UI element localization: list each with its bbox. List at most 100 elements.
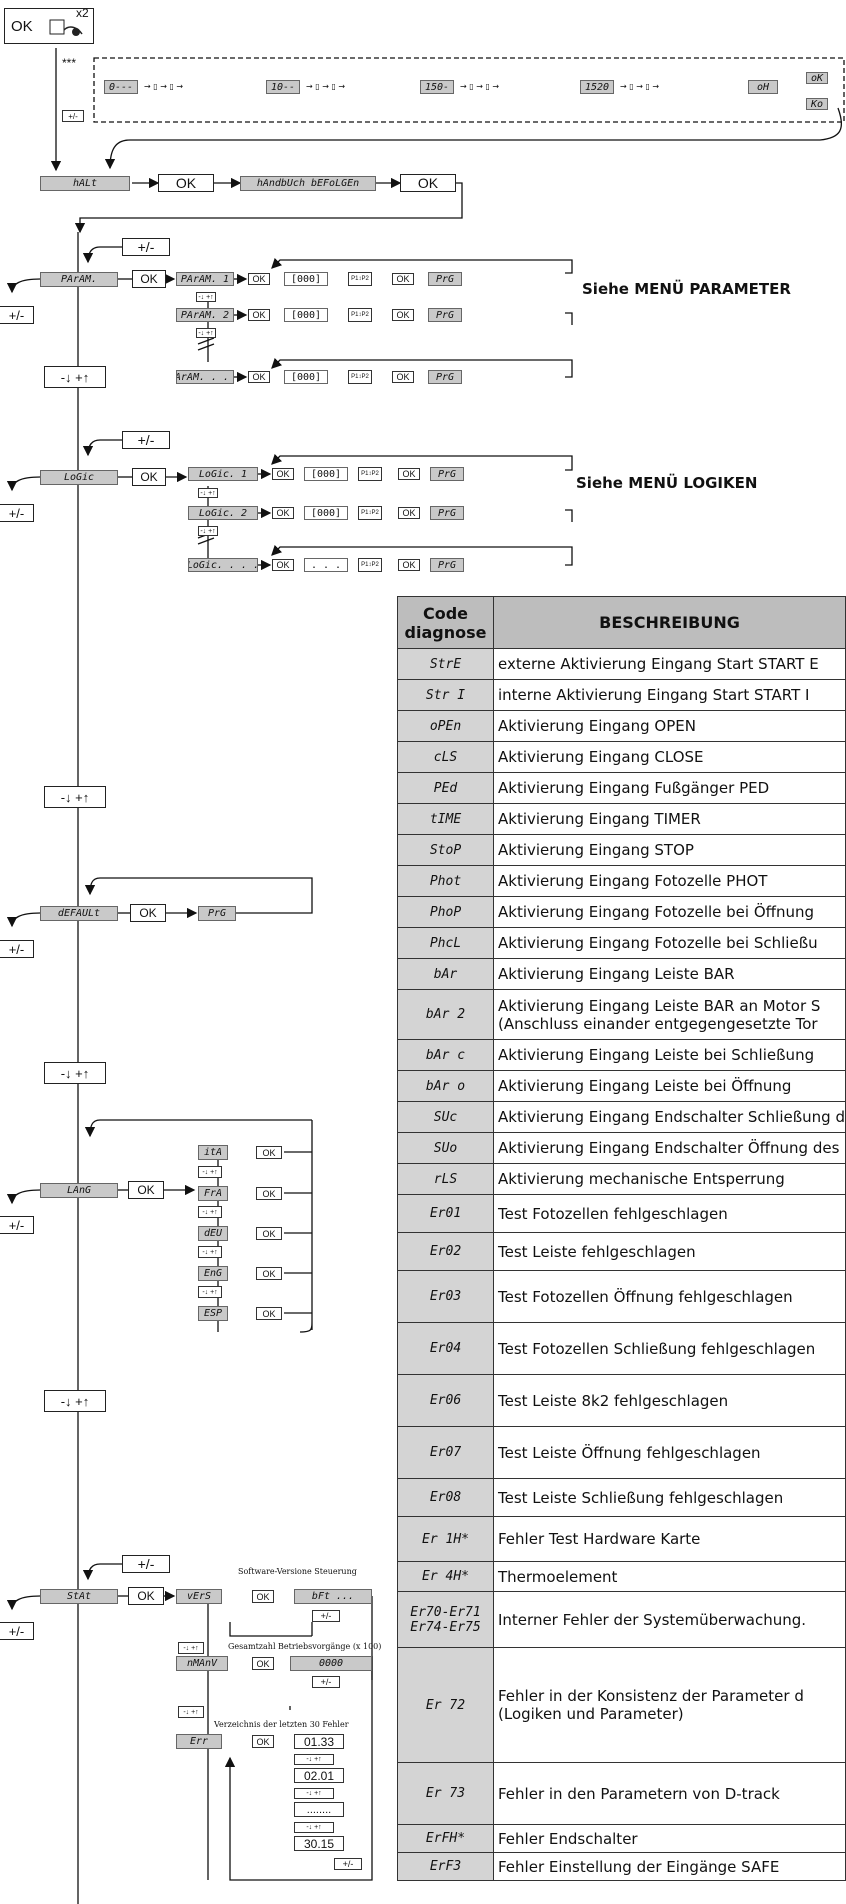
param-row2-ok[interactable]: OK xyxy=(248,309,270,321)
code-text: Er70-Er71 xyxy=(410,1604,481,1620)
lang-esp-ok[interactable]: OK xyxy=(256,1307,282,1320)
ok-button-2[interactable]: OK xyxy=(400,174,456,192)
lang-fra-ok[interactable]: OK xyxy=(256,1187,282,1200)
mp-mini-err1[interactable]: -↓ +↑ xyxy=(294,1754,334,1765)
lang-deu: dEU xyxy=(198,1226,228,1241)
logic-row1-ok2[interactable]: OK xyxy=(398,468,420,480)
follow-manual-text: hAndbUch bEFoLGEn xyxy=(256,178,360,189)
mp-button-2[interactable]: -↓ +↑ xyxy=(44,786,106,808)
mp-mini-err2[interactable]: -↓ +↑ xyxy=(294,1788,334,1799)
code-cell: ErF3 xyxy=(397,1852,494,1881)
double-press-icon xyxy=(48,14,88,38)
err-pm[interactable]: +/- xyxy=(334,1858,362,1870)
desc-text: Test Fotozellen Schließung fehlgeschlage… xyxy=(498,1339,816,1358)
lang-ita-ok[interactable]: OK xyxy=(256,1146,282,1159)
logic-row1-ok[interactable]: OK xyxy=(272,468,294,480)
mp-button-3[interactable]: -↓ +↑ xyxy=(44,1062,106,1084)
nmanv-display: nMAnV xyxy=(176,1656,228,1671)
pm-button-logic[interactable]: +/- xyxy=(122,431,170,449)
desc-text: Aktivierung Eingang Leiste BAR xyxy=(498,965,735,983)
err-entry-3: ........ xyxy=(294,1802,344,1817)
code-cell: rLS xyxy=(397,1163,494,1195)
logic-item-3-text: LoGic. . . . xyxy=(188,559,258,571)
param-row2-ok2[interactable]: OK xyxy=(392,309,414,321)
pm-left-logic[interactable]: +/- xyxy=(0,504,34,522)
mp-mini-l2[interactable]: -↓ +↑ xyxy=(198,526,218,536)
mp-mini-p1[interactable]: -↓ +↑ xyxy=(196,292,216,302)
param-row3-ok[interactable]: OK xyxy=(248,371,270,383)
mp-button-1[interactable]: -↓ +↑ xyxy=(44,366,106,388)
chain-cell-4: oH xyxy=(748,80,778,94)
count-ok-label: OK xyxy=(256,1658,270,1669)
logic-row3-ok[interactable]: OK xyxy=(272,559,294,571)
logic-row3-ok2[interactable]: OK xyxy=(398,559,420,571)
mp-mini-lang2[interactable]: -↓ +↑ xyxy=(198,1206,222,1218)
lang-ok-button[interactable]: OK xyxy=(128,1181,164,1199)
ok-button-1[interactable]: OK xyxy=(158,174,214,192)
lang-deu-ok[interactable]: OK xyxy=(256,1227,282,1240)
param-row1-ok2[interactable]: OK xyxy=(392,273,414,285)
code-cell: PhcL xyxy=(397,927,494,959)
param-ok-button[interactable]: OK xyxy=(132,270,166,288)
code-text-2: Er74-Er75 xyxy=(410,1619,481,1635)
mp-label-3: -↓ +↑ xyxy=(60,1065,90,1081)
pm-left-default-label: +/- xyxy=(8,941,25,957)
count-pm[interactable]: +/- xyxy=(312,1676,340,1688)
param-item-1: PArAM. 1 xyxy=(176,272,234,286)
err-ok[interactable]: OK xyxy=(252,1735,274,1748)
logic-row2-ok2[interactable]: OK xyxy=(398,507,420,519)
param-row1-ok[interactable]: OK xyxy=(248,273,270,285)
desc-cell: Aktivierung Eingang CLOSE xyxy=(493,741,846,773)
err-entry-4-text: 30.15 xyxy=(303,1836,335,1851)
count-ok[interactable]: OK xyxy=(252,1657,274,1670)
code-text: Er 4H* xyxy=(422,1569,469,1584)
mp-mini-lang4[interactable]: -↓ +↑ xyxy=(198,1286,222,1298)
mp-mini-lang3[interactable]: -↓ +↑ xyxy=(198,1246,222,1258)
pm-left-param[interactable]: +/- xyxy=(0,306,34,324)
vers-ok[interactable]: OK xyxy=(252,1590,274,1603)
code-text: PEd xyxy=(433,780,458,796)
mp-mini-lang1[interactable]: -↓ +↑ xyxy=(198,1166,222,1178)
pm-button-param[interactable]: +/- xyxy=(122,238,170,256)
desc-text: Aktivierung Eingang Leiste bei Öffnung xyxy=(498,1077,792,1095)
mp-mini-p2[interactable]: -↓ +↑ xyxy=(196,328,216,338)
code-cell: cLS xyxy=(397,741,494,773)
logic-row1-val-text: [000] xyxy=(310,468,342,480)
lang-eng-ok[interactable]: OK xyxy=(256,1267,282,1280)
pm-button-stat[interactable]: +/- xyxy=(122,1555,170,1573)
param-row3-ok2[interactable]: OK xyxy=(392,371,414,383)
code-cell: tIME xyxy=(397,803,494,835)
code-cell: Er04 xyxy=(397,1322,494,1375)
logic-row2-ok[interactable]: OK xyxy=(272,507,294,519)
pm-left-lang[interactable]: +/- xyxy=(0,1216,34,1234)
param-row1-prg: PrG xyxy=(428,272,462,286)
code-text: tIME xyxy=(429,811,462,827)
code-cell: Er01 xyxy=(397,1194,494,1233)
lang-esp: ESP xyxy=(198,1306,228,1321)
mp-mini-stat1[interactable]: -↓ +↑ xyxy=(178,1642,204,1654)
logic-item-1-text: LoGic. 1 xyxy=(198,468,248,480)
pm-left-default[interactable]: +/- xyxy=(0,940,34,958)
mp-mini-stat2[interactable]: -↓ +↑ xyxy=(178,1706,204,1718)
desc-cell: Aktivierung Eingang Leiste BAR an Motor … xyxy=(493,989,846,1040)
chain-arrows-3: → ▯ → ▯ → xyxy=(460,82,500,91)
code-text: bAr o xyxy=(425,1078,466,1094)
logic-ok-button[interactable]: OK xyxy=(132,468,166,486)
pm-left-stat[interactable]: +/- xyxy=(0,1622,34,1640)
default-ok-button[interactable]: OK xyxy=(130,904,166,922)
lang-menu-text: LAnG xyxy=(66,1185,92,1196)
desc-text: Fehler Test Hardware Karte xyxy=(498,1530,701,1548)
code-text: cLS xyxy=(433,749,458,765)
mp-mini-l1[interactable]: -↓ +↑ xyxy=(198,488,218,498)
pm-mini[interactable]: +/- xyxy=(62,110,84,122)
ok-button-header[interactable]: OK xyxy=(4,8,94,44)
stat-ok-button[interactable]: OK xyxy=(128,1587,164,1605)
mp-button-4[interactable]: -↓ +↑ xyxy=(44,1390,106,1412)
code-cell: Er 1H* xyxy=(397,1516,494,1562)
vers-pm[interactable]: +/- xyxy=(312,1610,340,1622)
mp-mini-err3[interactable]: -↓ +↑ xyxy=(294,1822,334,1833)
